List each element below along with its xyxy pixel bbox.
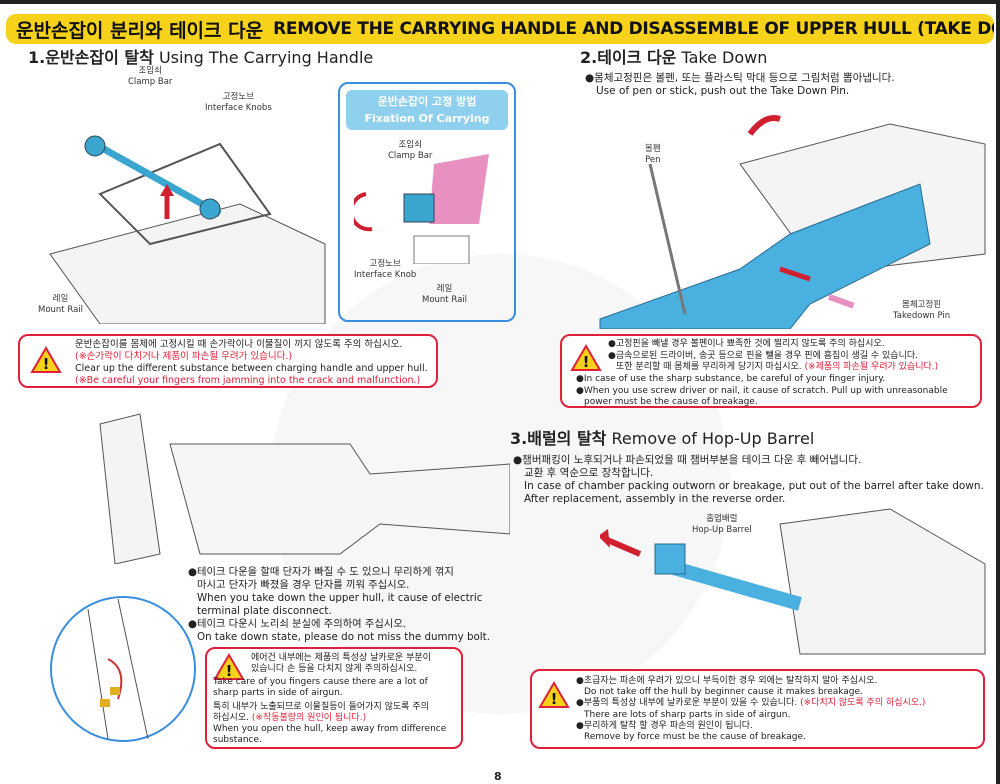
warning-line: ●When you use screw driver or nail, it c… [576,385,948,396]
section-title-en: Take Down [681,48,768,67]
section3-title: 3.배럴의 탈착 Remove of Hop-Up Barrel [510,429,814,448]
warning-box-handle: ! 운반손잡이를 몸체에 고정시킬 때 손가락이나 이물질이 끼지 않도록 주의… [18,334,438,388]
warning-box-takedown: ! ●고정핀을 빼낼 경우 볼펜이나 뾰족한 것에 찔리지 않도록 주의 하십시… [560,334,982,408]
warning-line: ●금속으로된 드라이버, 송곳 등으로 핀을 뺄을 경우 핀에 흠집이 생길 수… [608,350,919,361]
section-title-ko: 운반손잡이 탈착 [45,48,154,67]
section2-title: 2.테이크 다운 Take Down [580,48,767,67]
section-title-en: Using The Carrying Handle [158,48,374,67]
lower-receiver-illustration [99,413,510,564]
warning-line: (※Be careful your fingers from jamming i… [75,375,421,386]
warning-line: ●초급자는 파손에 우려가 있으니 부득이한 경우 외에는 탈착하지 말아 주십… [576,676,878,686]
svg-text:!: ! [43,355,50,373]
banner-title-ko: 운반손잡이 분리와 테이크 다운 [16,19,264,42]
carrying-handle-illustration [49,135,326,324]
page-banner: 운반손잡이 분리와 테이크 다운 REMOVE THE CARRYING HAN… [6,14,994,44]
warning-line: ●고정핀을 빼낼 경우 볼펜이나 뾰족한 것에 찔리지 않도록 주의 하십시오. [608,339,885,349]
section1-title: 1.운반손잡이 탈착 Using The Carrying Handle [28,48,373,67]
section-number: 1. [28,48,46,67]
warning-line: There are lots of sharp parts in side of… [584,709,791,720]
warning-icon: ! [570,344,602,371]
section-number: 2. [580,48,598,67]
section-title-ko: 배럴의 탈착 [527,429,607,448]
takedown-illustration [599,115,986,329]
warning-icon: ! [30,346,62,373]
svg-text:!: ! [551,690,558,708]
hop-up-barrel-illustration [600,508,986,655]
warning-icon: ! [213,653,245,680]
warning-line: power must be the cause of breakage. [584,397,758,407]
warning-line: ●무리하게 탈착 할 경우 파손의 원인이 됩니다. [576,720,753,731]
section2-text: ●몸체고정핀은 볼펜, 또는 플라스틱 막대 등으로 그림처럼 뽑아냅니다.Us… [585,72,895,97]
svg-text:!: ! [226,662,233,680]
section-number: 3. [510,429,528,448]
section3-text: ●챔버패킹이 노후되거나 파손되었을 때 챔버부분을 테이크 다운 후 빼어냅니… [513,454,984,505]
warning-icon: ! [538,681,570,708]
warning-line: 또한 분리할 때 몸체를 무리하게 당기지 마십시오. (※제품의 파손될 우려… [616,362,939,372]
banner-title-en: REMOVE THE CARRYING HANDLE AND DISASSEMB… [273,19,994,39]
warning-line: Clear up the different substance between… [75,363,428,374]
terminal-detail-illustration [50,596,196,742]
page-number: 8 [494,770,502,783]
warning-line: ●부품의 특성상 내부에 날카로운 부분이 있을 수 있습니다. (※다치지 않… [576,698,926,709]
warning-line: Do not take off the hull by beginner cau… [584,687,863,698]
section-title-en: Remove of Hop-Up Barrel [611,429,815,448]
warning-line: 운반손잡이를 몸체에 고정시킬 때 손가락이나 이물질이 끼지 않도록 주의 하… [75,339,403,350]
takedown-notes: ●테이크 다운을 할때 단자가 빠질 수 도 있으니 무리하게 꺾지 마시고 단… [188,566,490,643]
warning-line: (※손가락이 다치거나 제품이 파손될 우려가 있습니다.) [75,351,293,362]
svg-text:!: ! [583,353,590,371]
section-title-ko: 테이크 다운 [597,48,677,67]
inset-illustration [354,154,489,264]
warning-box-barrel: ! ●초급자는 파손에 우려가 있으니 부득이한 경우 외에는 탈착하지 말아 … [530,669,985,749]
warning-line: ●In case of use the sharp substance, be … [576,374,886,384]
warning-line: Remove by force must be the cause of bre… [584,732,806,743]
